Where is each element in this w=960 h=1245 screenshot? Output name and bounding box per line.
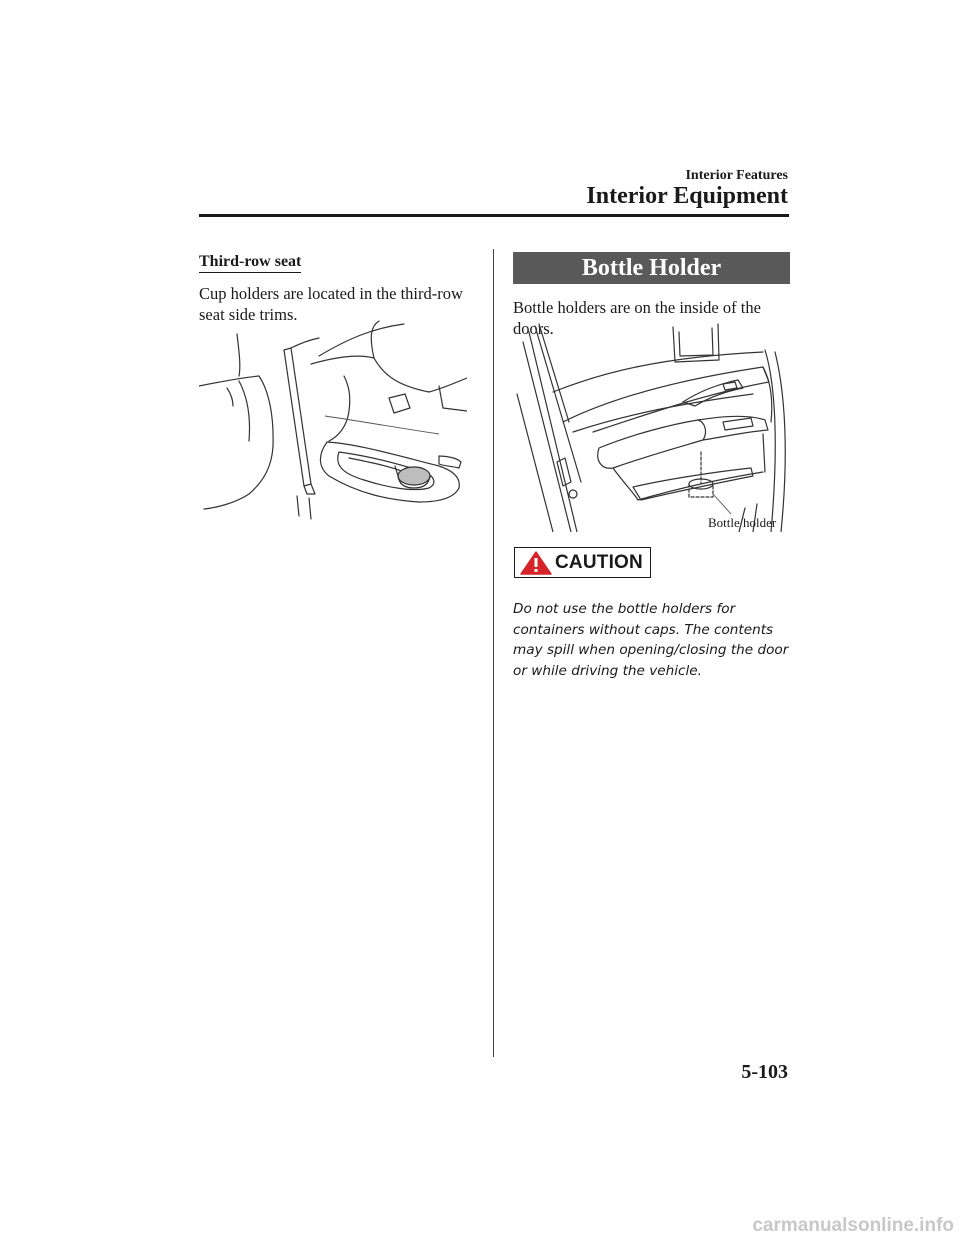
column-divider bbox=[493, 249, 494, 1057]
section-title-bottle-holder: Bottle Holder bbox=[513, 252, 790, 284]
page-number: 5-103 bbox=[741, 1061, 788, 1083]
figure-label-bottle-holder: Bottle holder bbox=[708, 515, 777, 530]
third-row-cup-holder-illustration bbox=[199, 320, 467, 520]
header-rule bbox=[199, 214, 789, 217]
caution-label-box: CAUTION bbox=[514, 547, 651, 578]
left-body-text: Cup holders are located in the third-row… bbox=[199, 284, 463, 324]
bottle-holder-door-illustration bbox=[516, 323, 786, 532]
caution-label: CAUTION bbox=[555, 552, 643, 573]
subheading-third-row-seat: Third-row seat bbox=[199, 252, 302, 273]
caution-body-text: Do not use the bottle holders for contai… bbox=[513, 601, 789, 679]
right-body-text: Bottle holders are on the inside of the … bbox=[513, 298, 761, 338]
watermark: carmanualsonline.info bbox=[752, 1215, 954, 1236]
running-header-section: Interior Features bbox=[685, 168, 788, 183]
running-header-chapter: Interior Equipment bbox=[586, 183, 788, 209]
warning-triangle-icon bbox=[520, 551, 552, 575]
